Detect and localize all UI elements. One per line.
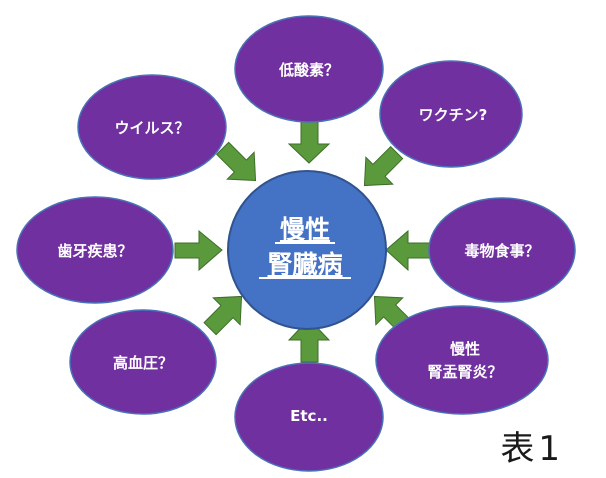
cause-left-label: 歯牙疾患？ <box>57 242 132 260</box>
arrow-bottom <box>287 318 331 363</box>
arrow-top-right <box>363 145 404 187</box>
cause-top-left-label: ウイルス？ <box>114 119 189 137</box>
cause-top-left: ウイルス？ <box>77 74 227 180</box>
arrow-left <box>174 229 223 272</box>
cause-bottom-label: Etc.. <box>290 407 328 425</box>
table-caption: 表1 <box>500 429 564 469</box>
arrows <box>174 118 434 363</box>
cause-left: 歯牙疾患？ <box>16 196 174 304</box>
center-label-line2: 腎臓病 <box>267 250 342 279</box>
cause-bottom-right-label-line1: 慢性 <box>450 340 480 358</box>
center-label-line1: 慢性 <box>280 215 330 244</box>
cause-bottom-right-label-line2: 腎盂腎炎？ <box>427 363 502 381</box>
cause-top: 低酸素？ <box>234 15 384 123</box>
cause-top-label: 低酸素？ <box>278 61 339 79</box>
arrow-top-left <box>215 141 257 182</box>
cause-bottom-right: 慢性 腎盂腎炎？ <box>375 305 549 415</box>
cause-right: 毒物食事？ <box>428 197 576 303</box>
cause-bottom-left: 高血圧？ <box>69 309 217 415</box>
cause-top-right: ワクチン? <box>379 60 523 168</box>
cause-right-label: 毒物食事？ <box>464 242 539 260</box>
center-node: 慢性 腎臓病 <box>227 170 387 330</box>
cause-top-right-label: ワクチン? <box>419 106 488 124</box>
arrow-bottom-left <box>203 295 243 336</box>
cause-bottom-left-label: 高血圧？ <box>113 354 173 372</box>
arrow-right <box>385 229 434 272</box>
cause-bottom: Etc.. <box>234 362 384 472</box>
arrow-top <box>287 118 331 164</box>
cause-ovals: 低酸素？ ワクチン? 毒物食事？ 慢性 腎盂腎炎？ Etc.. 高血圧？ 歯牙疾… <box>16 15 576 472</box>
